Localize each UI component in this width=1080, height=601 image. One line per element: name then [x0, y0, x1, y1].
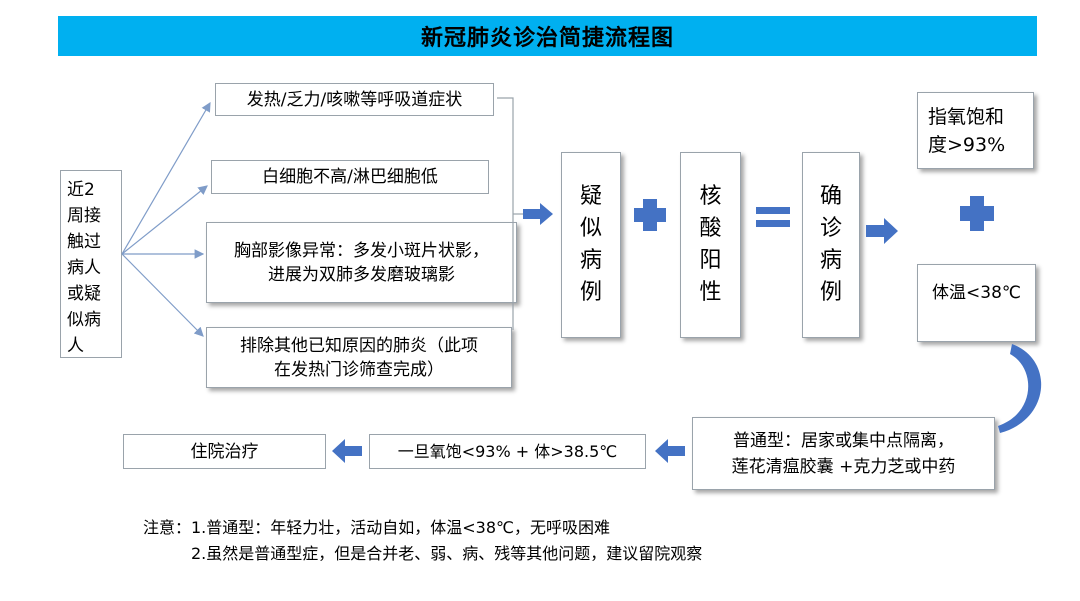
contact-line: 周接 — [67, 206, 101, 226]
fan-line-blood — [121, 185, 208, 255]
block-arrow-to-condition — [655, 439, 685, 463]
oxygen-saturation-box: 指氧饱和 度>93% — [917, 92, 1034, 169]
plus-icon-right — [960, 196, 994, 231]
criterion-imaging-line: 胸部影像异常：多发小斑片状影， — [234, 240, 489, 261]
nucleic-char: 阳 — [699, 248, 722, 273]
block-arrow-to-suspected — [523, 203, 553, 225]
criterion-exclusion-box: 排除其他已知原因的肺炎（此项 在发热门诊筛查完成） — [206, 327, 512, 388]
plus-icon — [634, 199, 666, 231]
contact-history-box: 近2 周接 触过 病人 或疑 似病 人 — [60, 170, 122, 358]
nucleic-char: 核 — [699, 184, 722, 209]
suspected-char: 似 — [579, 216, 602, 241]
curved-arrow — [998, 344, 1042, 433]
contact-line: 近2 — [67, 180, 95, 200]
confirmed-char: 诊 — [819, 216, 842, 241]
contact-line: 人 — [67, 336, 84, 356]
criteria-bracket — [497, 97, 524, 330]
criterion-imaging-line: 进展为双肺多发磨玻璃影 — [268, 264, 455, 285]
nucleic-char: 酸 — [699, 216, 722, 241]
confirmed-char: 例 — [819, 280, 842, 305]
criterion-blood-box: 白细胞不高/淋巴细胞低 — [211, 160, 489, 194]
nucleic-char: 性 — [699, 280, 722, 305]
block-arrow-to-hospital — [332, 439, 362, 463]
block-arrow-to-oxygen — [866, 218, 898, 244]
suspected-char: 病 — [579, 248, 602, 273]
equals-icon — [756, 207, 790, 227]
bracket-top — [497, 97, 514, 330]
contact-line: 或疑 — [67, 284, 101, 304]
hospitalization-box: 住院治疗 — [123, 434, 326, 469]
temperature-text: 体温<38℃ — [932, 283, 1021, 303]
page-title: 新冠肺炎诊治简捷流程图 — [58, 16, 1037, 56]
nucleic-positive-box: 核 酸 阳 性 — [680, 152, 741, 338]
suspected-char: 例 — [579, 280, 602, 305]
confirmed-case-box: 确 诊 病 例 — [802, 152, 860, 338]
confirmed-char: 病 — [819, 248, 842, 273]
oxygen-line: 指氧饱和 — [928, 105, 1005, 128]
suspected-case-box: 疑 似 病 例 — [561, 152, 621, 338]
fan-connector-lines — [121, 101, 211, 337]
contact-line: 触过 — [67, 232, 101, 252]
suspected-char: 疑 — [579, 184, 602, 209]
criterion-symptoms-box: 发热/乏力/咳嗽等呼吸道症状 — [215, 83, 494, 116]
criterion-symptoms: 发热/乏力/咳嗽等呼吸道症状 — [246, 89, 463, 110]
criterion-exclusion-line: 排除其他已知原因的肺炎（此项 — [240, 335, 478, 356]
common-type-box: 普通型：居家或集中点隔离， 莲花清瘟胶囊 +克力芝或中药 — [692, 417, 995, 490]
note-line-2: 2.虽然是普通型症，但是合并老、弱、病、残等其他问题，建议留院观察 — [191, 544, 703, 563]
contact-line: 病人 — [67, 258, 101, 278]
criterion-exclusion-line: 在发热门诊筛查完成） — [274, 359, 444, 380]
common-type-line: 莲花清瘟胶囊 +克力芝或中药 — [731, 456, 956, 477]
confirmed-char: 确 — [819, 184, 842, 209]
oxygen-line: 度>93% — [928, 133, 1006, 156]
hospital-text: 住院治疗 — [190, 441, 259, 462]
common-type-line: 普通型：居家或集中点隔离， — [733, 430, 954, 451]
criterion-blood: 白细胞不高/淋巴细胞低 — [262, 167, 438, 187]
criterion-imaging-box: 胸部影像异常：多发小斑片状影， 进展为双肺多发磨玻璃影 — [206, 222, 517, 303]
note-line-1: 注意：1.普通型：年轻力壮，活动自如，体温<38℃，无呼吸困难 — [143, 518, 611, 537]
fan-line-symptoms — [121, 101, 211, 255]
temperature-box: 体温<38℃ — [917, 264, 1036, 342]
fan-line-exclusion — [121, 253, 204, 337]
condition-text: 一旦氧饱<93% + 体>38.5℃ — [397, 441, 618, 461]
contact-line: 似病 — [67, 310, 101, 330]
deterioration-condition-box: 一旦氧饱<93% + 体>38.5℃ — [369, 434, 646, 469]
